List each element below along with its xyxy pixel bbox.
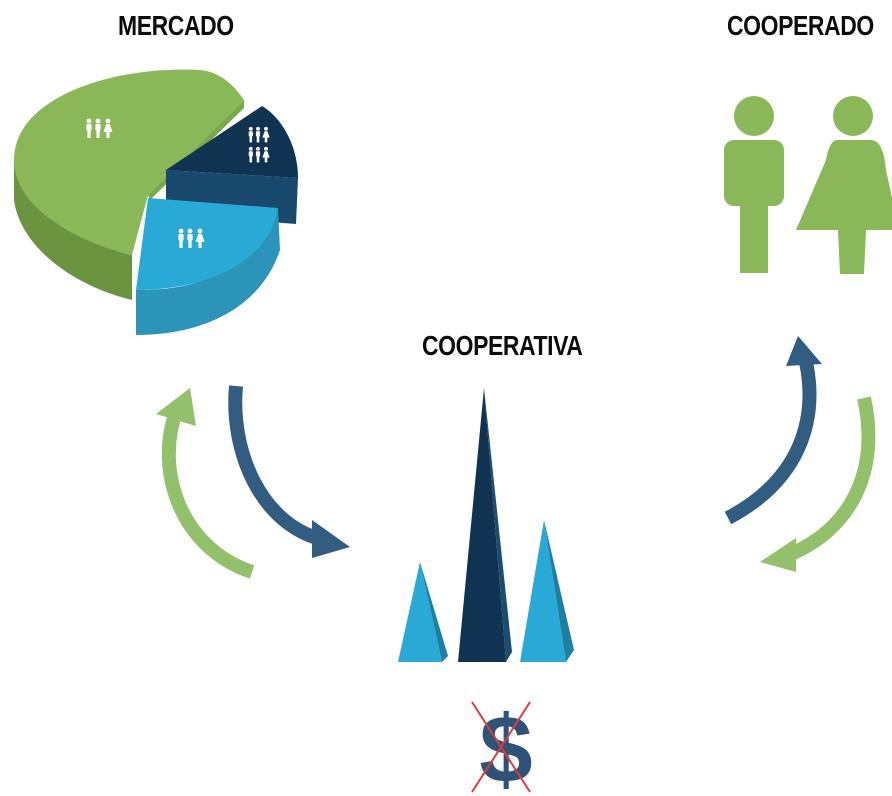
arrow-cooperado-to-cooperativa bbox=[760, 396, 876, 572]
three-cones-icon bbox=[398, 388, 574, 662]
crossed-dollar-icon: $ bbox=[471, 696, 533, 796]
people-icon-green-slice bbox=[86, 119, 112, 138]
cooperado-label: COOPERADO bbox=[727, 10, 874, 41]
people-icon-navy-slice-2 bbox=[249, 147, 270, 163]
cooperativa-label: COOPERATIVA bbox=[422, 330, 583, 361]
pie-green-side bbox=[14, 160, 132, 300]
pie-blue-top bbox=[136, 198, 278, 290]
pie-green-top bbox=[14, 69, 244, 255]
pie-blue-side bbox=[136, 208, 280, 335]
people-icon-navy-slice-1 bbox=[249, 127, 270, 143]
people-icon-blue-slice bbox=[178, 229, 204, 248]
arrow-mercado-to-cooperativa bbox=[228, 385, 350, 558]
arrow-cooperativa-to-cooperado bbox=[724, 336, 822, 525]
mercado-label: MERCADO bbox=[118, 10, 234, 41]
arrow-cooperativa-to-mercado bbox=[156, 388, 255, 579]
pie-chart-with-people-icon bbox=[14, 69, 298, 335]
man-and-woman-icon bbox=[724, 96, 892, 274]
